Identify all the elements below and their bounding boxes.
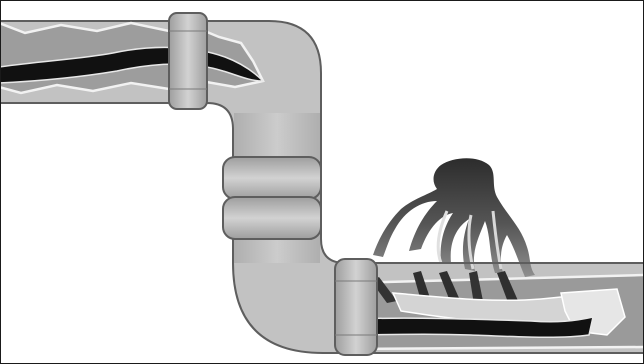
pipe-coupling-lower xyxy=(335,259,377,355)
pipe-coupling-upper xyxy=(169,13,207,109)
tree-roots-icon xyxy=(373,158,535,277)
lower-pipe-interior xyxy=(347,271,643,349)
pipe-coupling-middle xyxy=(223,157,321,239)
